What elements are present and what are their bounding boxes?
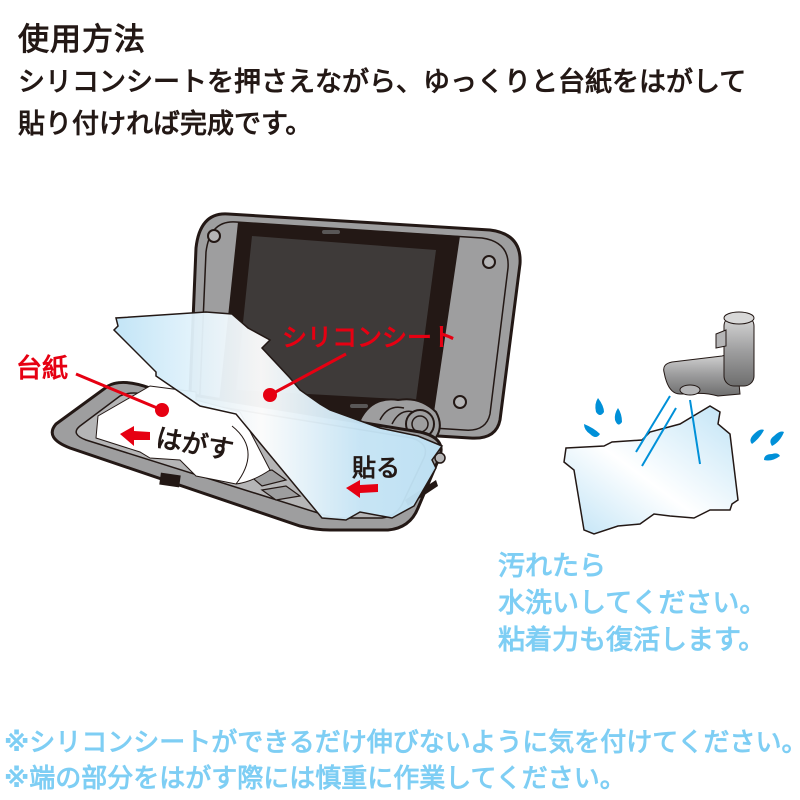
label-backing-paper: 台紙 [16,354,69,384]
silicon-sheet [112,311,444,521]
attach-arrow-icon [346,480,378,498]
wash-note-line-1: 汚れたら [498,551,606,582]
label-silicon-sheet: シリコンシート [282,323,458,352]
water-drop-icon [595,398,604,415]
instructions: シリコンシートを押さえながら、ゆっくりと台紙をはがして 貼り付ければ完成です。 [18,62,746,146]
caution-notes: ※シリコンシートができるだけ伸びないように気を付けてください。 ※端の部分をはが… [4,725,800,797]
washing-illustration [563,311,784,535]
label-attach: 貼る [352,454,400,482]
peel-arrow-icon [120,426,150,446]
page-title: 使用方法 [18,22,146,58]
instruction-line-2: 貼り付ければ完成です。 [18,109,313,140]
wash-note: 汚れたら 水洗いしてください。 粘着力も復活します。 [498,548,766,659]
caution-note-2: ※端の部分をはがす際には慎重に作業してください。 [4,764,626,794]
wash-note-line-3: 粘着力も復活します。 [498,625,766,656]
instruction-line-1: シリコンシートを押さえながら、ゆっくりと台紙をはがして [18,67,747,98]
wash-note-line-2: 水洗いしてください。 [498,588,767,619]
caution-note-1: ※シリコンシートができるだけ伸びないように気を付けてください。 [4,728,800,758]
device-illustration [50,212,784,535]
